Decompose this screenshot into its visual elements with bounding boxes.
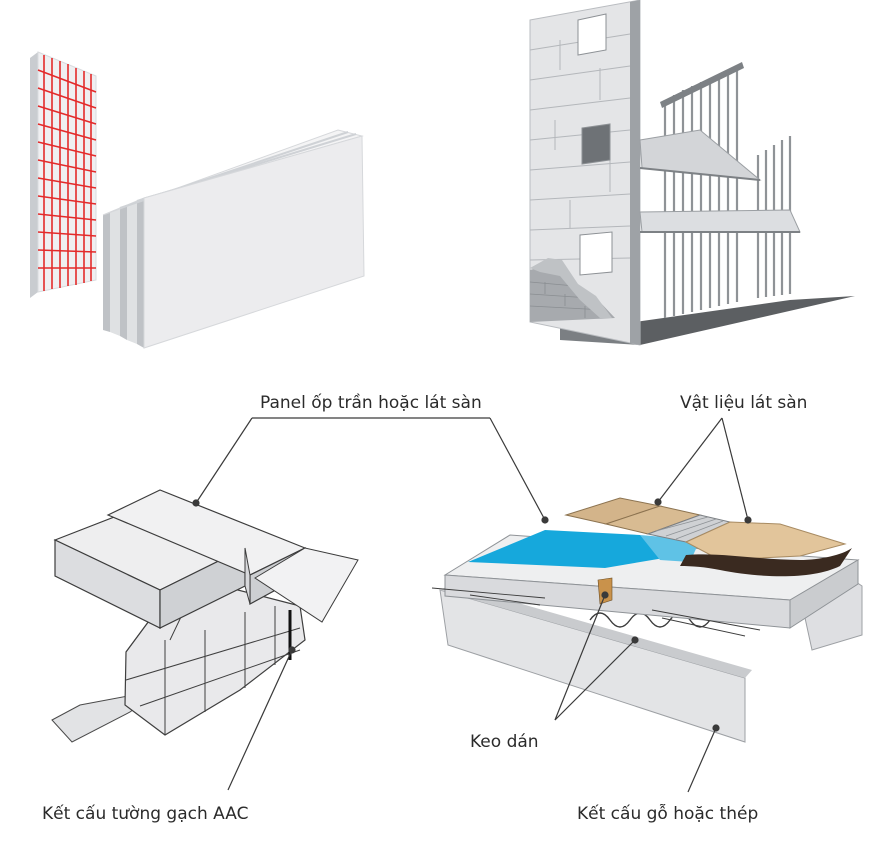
aac-panel-2-face	[127, 201, 137, 344]
leader-wood-steel	[687, 727, 717, 793]
steel-studs	[663, 66, 792, 318]
floor-assembly-illustration	[431, 497, 863, 743]
leader-adhesive-2	[554, 639, 636, 721]
rubble-edge	[530, 258, 612, 318]
leader-dot-flooring-1	[654, 498, 662, 506]
mesh-panel-side	[30, 52, 38, 298]
leader-aac-wall	[227, 649, 293, 791]
leader-panel-left	[195, 417, 253, 504]
leader-lines	[192, 417, 752, 793]
aac-wall-edge	[630, 0, 640, 345]
label-adhesive: Keo dán	[470, 732, 539, 752]
stud-frame-top	[660, 62, 744, 108]
floor-beam-upper	[639, 129, 762, 181]
aac-panel-1-side	[137, 198, 144, 348]
tile-grey-grid	[655, 516, 724, 540]
leader-panel-right	[489, 417, 546, 521]
aac-panel-3-side	[103, 212, 110, 332]
slab-panel-2-front	[244, 547, 251, 605]
membrane-sheet	[254, 547, 359, 623]
rebar-lines	[431, 587, 761, 637]
aac-panel-stack-illustration	[102, 129, 365, 349]
corrugated-deck	[589, 612, 731, 628]
leader-flooring-1	[657, 417, 723, 503]
adhesive-bead	[597, 577, 613, 605]
floor-beam-lower	[639, 209, 801, 233]
beam-edge-upper	[639, 167, 761, 181]
aac-panel-2-side	[120, 205, 127, 340]
leader-dot-adhesive-2	[631, 636, 639, 644]
lower-beam-front	[439, 589, 746, 743]
aac-panel-front-face	[143, 135, 365, 349]
aac-panel-3-face	[110, 208, 120, 336]
aac-wall-with-slab-illustration	[51, 489, 359, 743]
wood-floor-dark-edge	[680, 548, 852, 577]
leader-dot-flooring-2	[744, 516, 752, 524]
leader-adhesive-1	[554, 594, 606, 721]
ground-slab	[635, 296, 855, 345]
reinforced-panel-illustration	[30, 51, 97, 298]
red-mesh	[37, 55, 97, 291]
leader-flooring-2	[721, 417, 749, 521]
floor-slab-side	[789, 559, 859, 629]
blue-adhesive-layer	[468, 530, 676, 568]
brick-joints	[125, 597, 301, 735]
window-lower	[579, 231, 613, 276]
label-flooring-material: Vật liệu lát sàn	[680, 393, 808, 413]
lower-beam-top	[440, 584, 752, 678]
leader-dot-panel-left	[192, 499, 200, 507]
leader-dot-adhesive-1	[601, 591, 609, 599]
window-middle	[581, 123, 611, 165]
leader-dot-wood-steel	[712, 724, 720, 732]
leader-dot-aac-wall	[288, 646, 296, 654]
label-ceiling-floor-panel: Panel ốp trần hoặc lát sàn	[260, 393, 482, 413]
leader-dot-panel-right	[541, 516, 549, 524]
window-upper	[577, 13, 607, 56]
building-frame-illustration	[529, 0, 855, 346]
label-wood-steel-structure: Kết cấu gỗ hoặc thép	[577, 804, 759, 824]
label-aac-wall-structure: Kết cấu tường gạch AAC	[42, 804, 249, 824]
